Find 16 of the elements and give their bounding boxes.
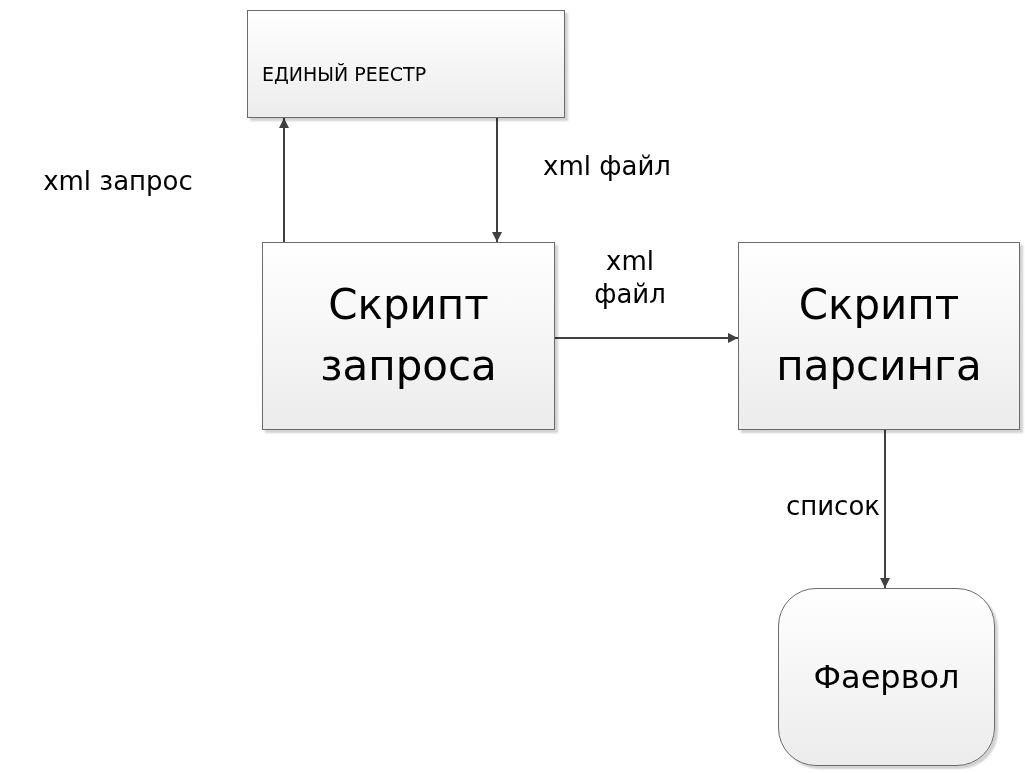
edge-label: список (784, 490, 880, 523)
process-box (247, 10, 565, 118)
node-label: Фаервол (812, 656, 961, 698)
arrow (492, 117, 502, 243)
node-label: Скрипт парсинга (775, 279, 983, 392)
node-label: Скрипт запроса (319, 279, 498, 392)
process-box (738, 242, 1020, 430)
edge-label: xml файл (542, 150, 672, 183)
arrow (279, 117, 289, 243)
process-box (262, 242, 555, 430)
edge-label: xml файл (593, 245, 667, 310)
node-label: ЕДИНЫЙ РЕЕСТР (261, 62, 428, 88)
arrow (880, 429, 890, 589)
arrow (554, 333, 739, 343)
edge-label: xml запрос (42, 165, 194, 198)
rounded-box (778, 588, 995, 766)
